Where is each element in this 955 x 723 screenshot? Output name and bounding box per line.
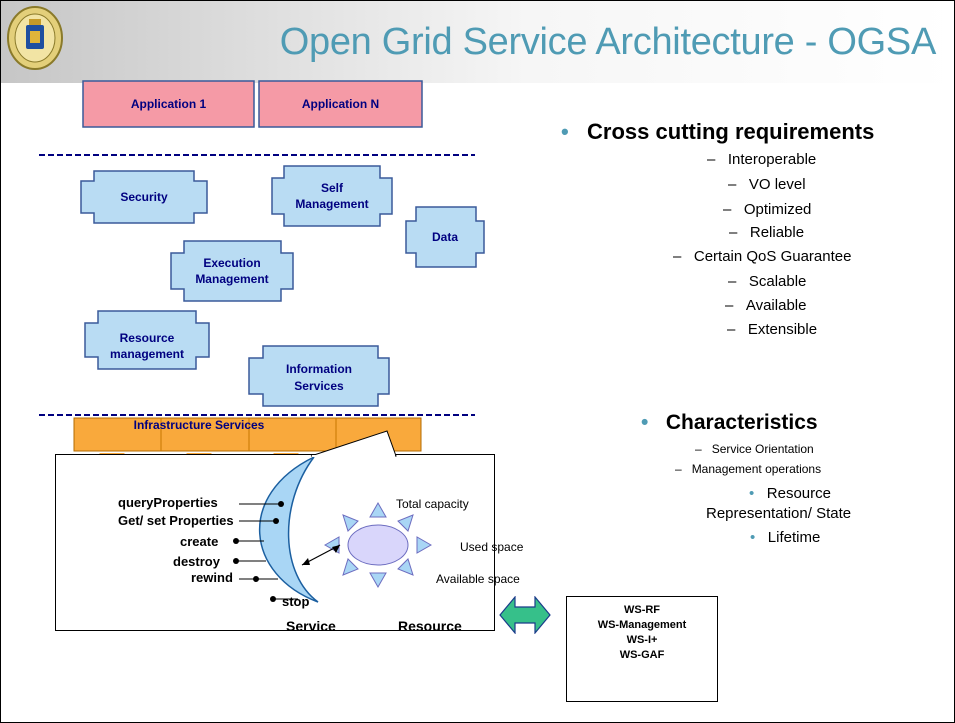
op-destroy: destroy [173,554,220,569]
req-available: – Available [725,297,807,314]
req-interoperable: – Interoperable [707,151,817,168]
execution-management-label-2: Management [195,272,269,286]
ws-gaf-label: WS-GAF [619,649,665,661]
char-lifetime: • Lifetime [750,529,821,546]
resource-management-box [84,310,210,370]
information-services-label-2: Services [294,379,344,393]
university-seal-icon [7,6,63,70]
available-space-label: Available space [436,572,520,586]
char-resource: • Resource [749,485,831,502]
ws-rf-label: WS-RF [623,604,661,616]
resource-management-label-2: management [109,347,185,361]
execution-management-label-1: Execution [203,256,261,270]
resource-management-label-1: Resource [119,331,175,345]
security-label: Security [120,190,168,204]
resource-label: Resource [398,618,462,634]
req-qos-guarantee: – Certain QoS Guarantee [673,248,852,265]
information-services-box [248,345,390,407]
self-management-label-1: Self [320,181,343,195]
application-n-label: Application N [301,97,380,111]
application-n-box [258,80,423,128]
data-label: Data [431,230,458,244]
resource-sun-icon [323,501,433,589]
req-optimized: – Optimized [723,201,812,218]
ws-i-plus-label: WS-I+ [626,634,658,646]
op-query-properties: queryProperties [118,495,218,510]
req-scalable: – Scalable [728,273,807,290]
title-bar: Open Grid Service Architecture - OGSA [1,1,954,83]
cross-cutting-heading: • Cross cutting requirements [561,119,874,145]
service-resource-panel: queryProperties Get/ set Properties crea… [55,454,523,634]
ws-standards-box: WS-RF WS-Management WS-I+ WS-GAF [566,596,718,702]
service-resource-graphic [233,456,433,603]
application-1-label: Application 1 [130,97,207,111]
op-get-set-properties: Get/ set Properties [118,513,234,528]
used-space-label: Used space [460,540,524,554]
req-reliable: – Reliable [729,224,805,241]
service-label: Service [286,618,336,634]
op-create: create [180,534,219,549]
application-1-box [82,80,255,128]
data-box [405,206,485,268]
double-arrow-icon [499,596,551,634]
char-service-orientation: – Service Orientation [695,442,814,456]
self-management-label-2: Management [295,197,369,211]
req-extensible: – Extensible [727,321,818,338]
characteristics-heading-text: Characteristics [665,411,818,434]
security-box [80,170,208,224]
ws-management-label: WS-Management [597,619,687,631]
cross-cutting-heading-text: Cross cutting requirements [587,119,875,144]
char-management-operations: – Management operations [675,462,822,476]
total-capacity-label: Total capacity [396,497,469,511]
page-title: Open Grid Service Architecture - OGSA [279,21,937,63]
bullet-icon: • [561,119,588,144]
execution-management-box [170,240,294,302]
self-management-box [271,165,393,227]
service-crescent-icon [259,456,319,603]
op-rewind: rewind [191,570,233,585]
bullet-icon: • [641,411,666,434]
information-services-label-1: Information [286,362,352,376]
req-vo-level: – VO level [728,176,806,193]
char-representation-state: Representation/ State [706,505,852,522]
op-stop: stop [282,594,310,609]
infrastructure-services-label: Infrastructure Services [133,418,265,432]
characteristics-heading: • Characteristics [641,411,818,435]
